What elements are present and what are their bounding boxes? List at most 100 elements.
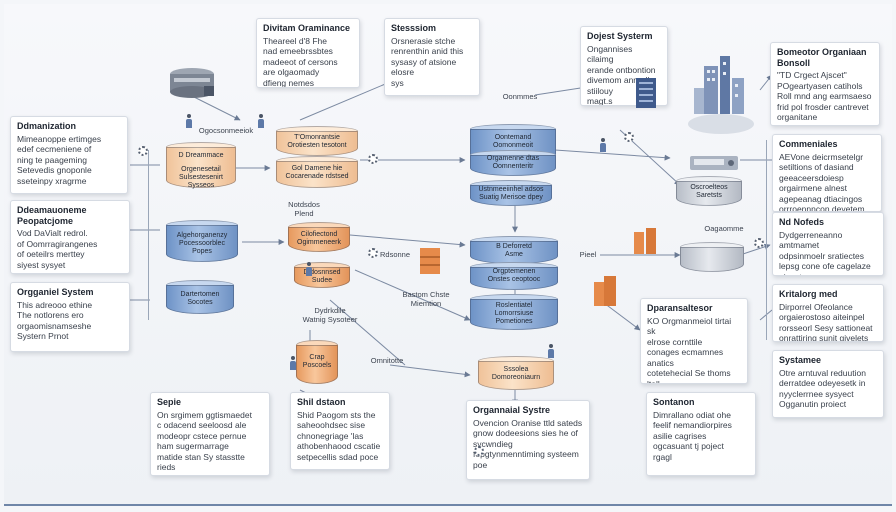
wire-6 — [349, 234, 466, 248]
card-body: Otre arntuval reduution derratdee odeyes… — [779, 367, 866, 410]
wire-9 — [389, 364, 471, 378]
left-connector — [148, 150, 149, 320]
card-title: Systamee — [779, 355, 822, 365]
card-title: Sontanon — [653, 397, 695, 407]
wire-14 — [739, 243, 771, 256]
boxes-icon — [418, 244, 442, 276]
card-title: Ddeamauoneme Peopatcjome — [17, 205, 87, 226]
card-body: KO Orgmanmeiol tirtai sk elrose cornttil… — [647, 315, 732, 384]
card-body: Shid Paogom sts the saheoohdsec sise chn… — [297, 409, 381, 462]
person-icon — [548, 344, 554, 358]
card-body: This adreooo ethine The notlorens ero or… — [17, 299, 93, 342]
card-body: Dydgerreneanno amtmamet odpsinmoelr srat… — [779, 229, 871, 276]
label-dydrkdile: Dydrkdile Watnig Sysoteer — [302, 306, 358, 324]
card-title: Dojest Systerm — [587, 31, 653, 41]
person-icon — [186, 114, 192, 128]
label-orgnmmeeiok: Ogocsonmeeiok — [198, 126, 254, 135]
card-bottom-center-left: Shil dstaon Shid Paogom sts the saheoohd… — [290, 392, 390, 470]
person-icon — [290, 356, 296, 370]
card-top-center-left: Divitam Oraminance Theareel d'8 Fhe nad … — [256, 18, 360, 88]
label-pieel: Pieel — [579, 250, 597, 259]
wire-7 — [329, 299, 406, 366]
node-tomorenuol: T'Omonrantsie Orotiesten tesotont — [276, 126, 358, 156]
node-blue-left-a: Algehorganenzy Pocessoorblec Popes — [166, 220, 238, 262]
card-right-2: Nd Nofeds Dydgerreneanno amtmamet odpsin… — [772, 212, 884, 276]
node-grey-right: Oscroelteos Saretsts — [676, 176, 742, 206]
node-grey-right-b — [680, 242, 744, 272]
card-bottom-right: Sontanon Dimrallano odiat ohe feelif nem… — [646, 392, 756, 476]
person-icon — [600, 138, 606, 152]
card-left-3: Orgganiel System This adreooo ethine The… — [10, 282, 130, 352]
node-orange-bottom: Sssolea Domoreoniaurn — [478, 356, 554, 390]
card-title: Shil dstaon — [297, 397, 346, 407]
card-title: Dparansaltesor — [647, 303, 713, 313]
node-gol-dameen: Gol Damene hie Cocarenade rdstsed — [276, 156, 358, 188]
card-left-2: Ddeamauoneme Peopatcjome Vod DaVialt red… — [10, 200, 130, 274]
card-title: Organnaial Systre — [473, 405, 551, 415]
card-title: Sepie — [157, 397, 182, 407]
card-left-1: Ddmanization Mimeanoppe ertimges edef ce… — [10, 116, 128, 194]
card-body: Dirporrel Ofeolance orgaierostoso aitein… — [779, 301, 873, 342]
card-title: Nd Nofeds — [779, 217, 824, 227]
wire-1 — [189, 94, 241, 121]
card-bottom-center: Organnaial Systre Ovencion Oranise ttld … — [466, 400, 590, 480]
card-title: Stesssiom — [391, 23, 437, 33]
card-right-1: Commeniales AEVone deicrmsetelgr setilti… — [772, 134, 882, 212]
gear-icon — [368, 248, 378, 258]
card-body: Ovencion Oranise ttld sateds gnow dodees… — [473, 417, 583, 470]
card-right-3: Kritalorg med Dirporrel Ofeolance orgaie… — [772, 284, 884, 342]
right-connector — [766, 140, 767, 340]
person-icon — [306, 262, 312, 276]
label-omnitte: Omnitotte — [370, 356, 404, 365]
gear-icon — [368, 154, 378, 164]
node-orgnmmeeiok: D Dreammace Orgenesetail Sulsestesenirt … — [166, 142, 236, 189]
card-body: "TD Crgect Ajscet" POgeartyasen catihols… — [777, 70, 872, 122]
wire-8 — [354, 269, 471, 321]
card-title: Bomeotor Organiaan Bonsoll — [777, 47, 867, 68]
card-title: Orgganiel System — [17, 287, 94, 297]
wire-3 — [299, 81, 391, 121]
machine-icon — [686, 152, 742, 176]
card-body: Mimeanoppe ertimges edef cecmeniene of n… — [17, 133, 102, 186]
city-building-icon — [686, 52, 756, 136]
card-title: Kritalorg med — [779, 289, 838, 299]
label-bastom: Bastom Chste Miemtion — [402, 290, 450, 308]
node-blue-center-b: Orgamenne dtas Oomnenteritr — [470, 150, 556, 176]
card-right-4: Systamee Otre arntuval reduution derratd… — [772, 350, 884, 418]
card-body: Orsnerasie stche renrenthin anid this sy… — [391, 35, 464, 88]
node-blue-left-b: Dartertomen Socotes — [166, 280, 234, 314]
node-blue-center-f: Roslentiatel Lomorrsiuse Pometiones — [470, 294, 558, 330]
node-blue-center-e: Orgptemenen Onstes ceoptooc — [470, 262, 558, 290]
node-crap: Crap Poscoels — [296, 340, 338, 384]
node-orange-a: Cilofiectond Ogimmeneerk — [288, 222, 350, 252]
card-body: Theareel d'8 Fhe nad emeebrssbtes madeeo… — [263, 35, 338, 88]
label-notdos: Notdsdos Plend — [288, 200, 320, 218]
card-title: Divitam Oraminance — [263, 23, 351, 33]
gear-icon — [754, 238, 764, 248]
card-top-center: Stesssiom Orsnerasie stche renrenthin an… — [384, 18, 480, 96]
person-icon — [258, 114, 264, 128]
card-bottom-left: Sepie On srgimem ggtismaedet c odacend s… — [150, 392, 270, 476]
server-icon — [164, 66, 220, 102]
boxes-icon-lower — [592, 274, 618, 308]
gear-icon — [474, 446, 484, 456]
node-blue-center-c: Ustnmeeiinhel adsos Suatig Merisoe dpey — [470, 180, 552, 206]
label-oonmmes: Oonmmes — [502, 92, 538, 101]
gear-icon — [138, 146, 148, 156]
card-mid-right: Dparansaltesor KO Orgmanmeiol tirtai sk … — [640, 298, 748, 384]
label-rdsonne: Rdsonne — [380, 250, 411, 259]
gear-icon — [624, 132, 634, 142]
server-rack-icon — [634, 76, 658, 110]
node-orange-b: Didosnnsed Sudee — [294, 262, 350, 288]
boxes-icon-right — [632, 226, 658, 256]
card-top-right: Bomeotor Organiaan Bonsoll "TD Crgect Aj… — [770, 42, 880, 126]
card-title: Commeniales — [779, 139, 838, 149]
card-body: Vod DaVialt redrol. of Oomrragirangenes … — [17, 228, 98, 270]
card-body: Dimrallano odiat ohe feelif nemandiorpir… — [653, 409, 732, 462]
wire-12 — [554, 149, 671, 161]
node-blue-center-d: B Deforretd Asme — [470, 236, 558, 264]
card-title: Ddmanization — [17, 121, 77, 131]
label-oagomme: Oagaomme — [704, 224, 744, 233]
card-body: On srgimem ggtismaedet c odacend seeloos… — [157, 409, 252, 473]
card-body: AEVone deicrmsetelgr setiltions of dasia… — [779, 151, 865, 212]
